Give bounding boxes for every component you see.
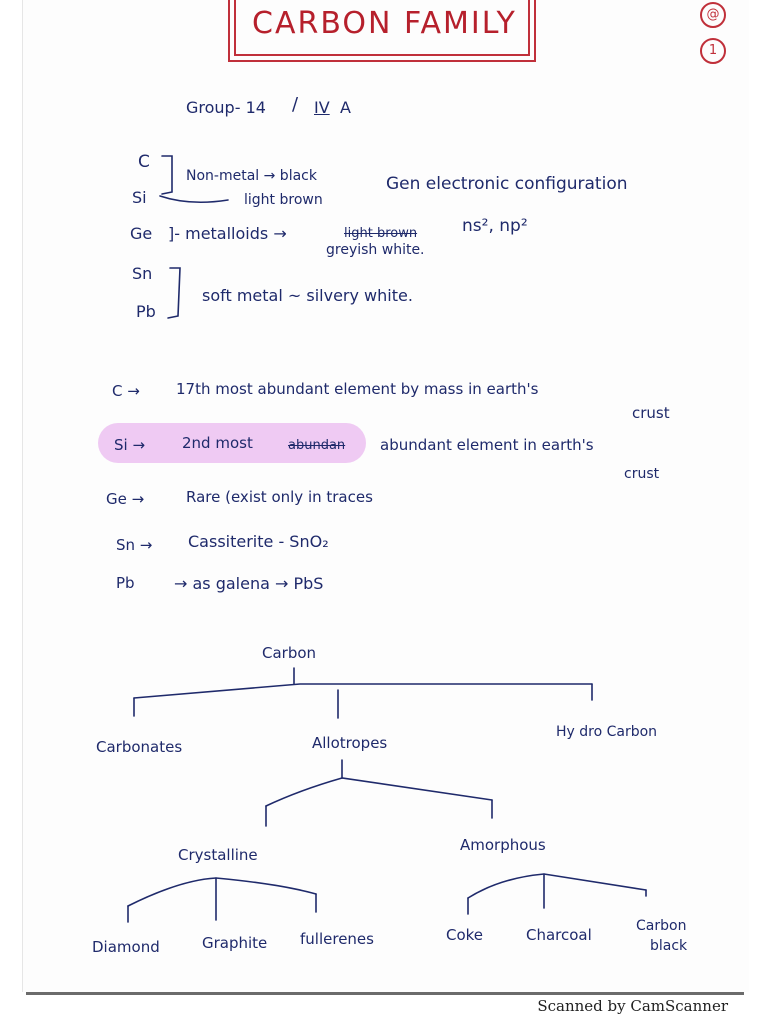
tree-fullerenes: fullerenes bbox=[300, 930, 374, 948]
fact-c-cont: crust bbox=[632, 404, 670, 422]
fact-si-text-b: abundant element in earth's bbox=[380, 436, 594, 454]
fact-c-label: C → bbox=[112, 382, 140, 400]
tree-carbonates: Carbonates bbox=[96, 738, 183, 756]
light-brown-note: light brown bbox=[244, 192, 323, 208]
group-suffix: A bbox=[340, 98, 351, 117]
tree-allotropes: Allotropes bbox=[312, 734, 388, 752]
fact-pb-label: Pb bbox=[116, 574, 135, 592]
element-sn: Sn bbox=[132, 264, 153, 283]
tree-graphite: Graphite bbox=[202, 934, 268, 952]
group-slash: / bbox=[292, 94, 299, 115]
page-marker-badge: @ bbox=[700, 2, 726, 28]
metalloids-note: ]- metalloids → bbox=[168, 224, 287, 243]
group-prefix: Group- 14 bbox=[186, 98, 266, 117]
tree-coke: Coke bbox=[446, 926, 484, 944]
struck-text: light brown bbox=[344, 226, 418, 241]
nonmetal-note: Non-metal → black bbox=[186, 168, 317, 184]
tree-hydrocarbon: Hy dro Carbon bbox=[556, 724, 658, 740]
tree-amorphous: Amorphous bbox=[460, 836, 546, 854]
config-label: Gen electronic configuration bbox=[386, 174, 628, 194]
scanner-watermark: Scanned by CamScanner bbox=[537, 997, 728, 1015]
fact-sn-label: Sn → bbox=[116, 536, 153, 554]
fact-c-text: 17th most abundant element by mass in ea… bbox=[176, 380, 539, 398]
fact-ge-label: Ge → bbox=[106, 490, 145, 508]
fact-si-text-a: 2nd most bbox=[182, 434, 253, 452]
page-bottom-rule bbox=[26, 992, 744, 995]
notebook-page bbox=[22, 0, 749, 992]
tree-diamond: Diamond bbox=[92, 938, 160, 956]
element-ge: Ge bbox=[130, 224, 153, 243]
fact-pb-text: → as galena → PbS bbox=[174, 574, 324, 593]
element-si: Si bbox=[132, 188, 147, 207]
config-value: ns², np² bbox=[462, 216, 528, 236]
fact-sn-text: Cassiterite - SnO₂ bbox=[188, 532, 329, 551]
fact-si-struck: abundan bbox=[288, 438, 346, 453]
fact-ge-text: Rare (exist only in traces bbox=[186, 488, 373, 506]
fact-si-cont: crust bbox=[624, 466, 660, 482]
page-number-badge: 1 bbox=[700, 38, 726, 64]
soft-metal-note: soft metal ~ silvery white. bbox=[202, 286, 413, 305]
element-c: C bbox=[138, 152, 150, 172]
fact-si-label: Si → bbox=[114, 436, 146, 454]
group-roman: IV bbox=[314, 98, 330, 117]
highlight-marker bbox=[98, 423, 366, 463]
tree-crystalline: Crystalline bbox=[178, 846, 258, 864]
page-title: CARBON FAMILY bbox=[252, 6, 517, 41]
element-pb: Pb bbox=[136, 302, 156, 321]
tree-charcoal: Charcoal bbox=[526, 926, 592, 944]
tree-carbon-black-line1: Carbon bbox=[636, 918, 687, 934]
greyish-note: greyish white. bbox=[326, 242, 425, 258]
tree-carbon-black-line2: black bbox=[650, 938, 688, 954]
tree-root-carbon: Carbon bbox=[262, 644, 317, 662]
title-frame bbox=[228, 0, 536, 62]
